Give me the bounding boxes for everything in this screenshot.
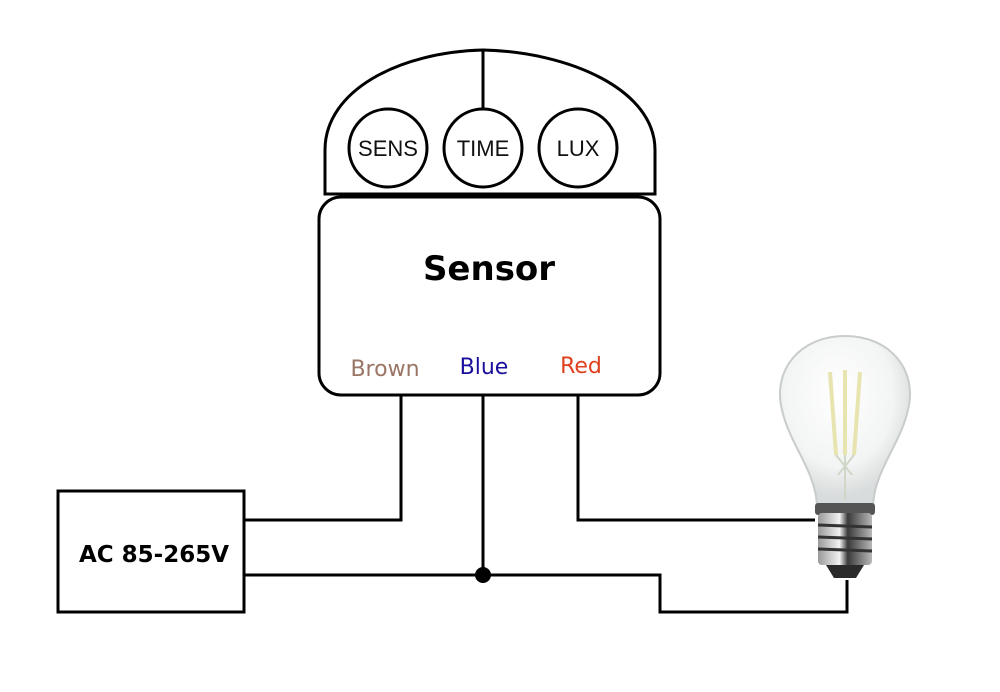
- sensor-body: Sensor Brown Blue Red: [317, 195, 662, 397]
- wire-red: [576, 395, 815, 522]
- wire-label-blue: Blue: [460, 355, 509, 380]
- wire-neutral: [245, 573, 849, 614]
- knob-sens[interactable]: SENS: [347, 107, 429, 189]
- power-supply-label: AC 85-265V: [79, 542, 229, 568]
- knob-time-label: TIME: [457, 136, 510, 161]
- wire-brown: [245, 395, 403, 522]
- sensor-title: Sensor: [423, 249, 555, 289]
- light-bulb-icon: [779, 334, 911, 578]
- wire-label-brown: Brown: [350, 357, 419, 382]
- junction-dot: [475, 567, 491, 583]
- knob-lux[interactable]: LUX: [537, 107, 619, 189]
- wire-label-red: Red: [560, 354, 602, 379]
- knob-sens-label: SENS: [358, 136, 418, 161]
- knob-time[interactable]: TIME: [442, 107, 524, 189]
- knob-lux-label: LUX: [557, 136, 600, 161]
- power-supply-box: AC 85-265V: [56, 489, 246, 614]
